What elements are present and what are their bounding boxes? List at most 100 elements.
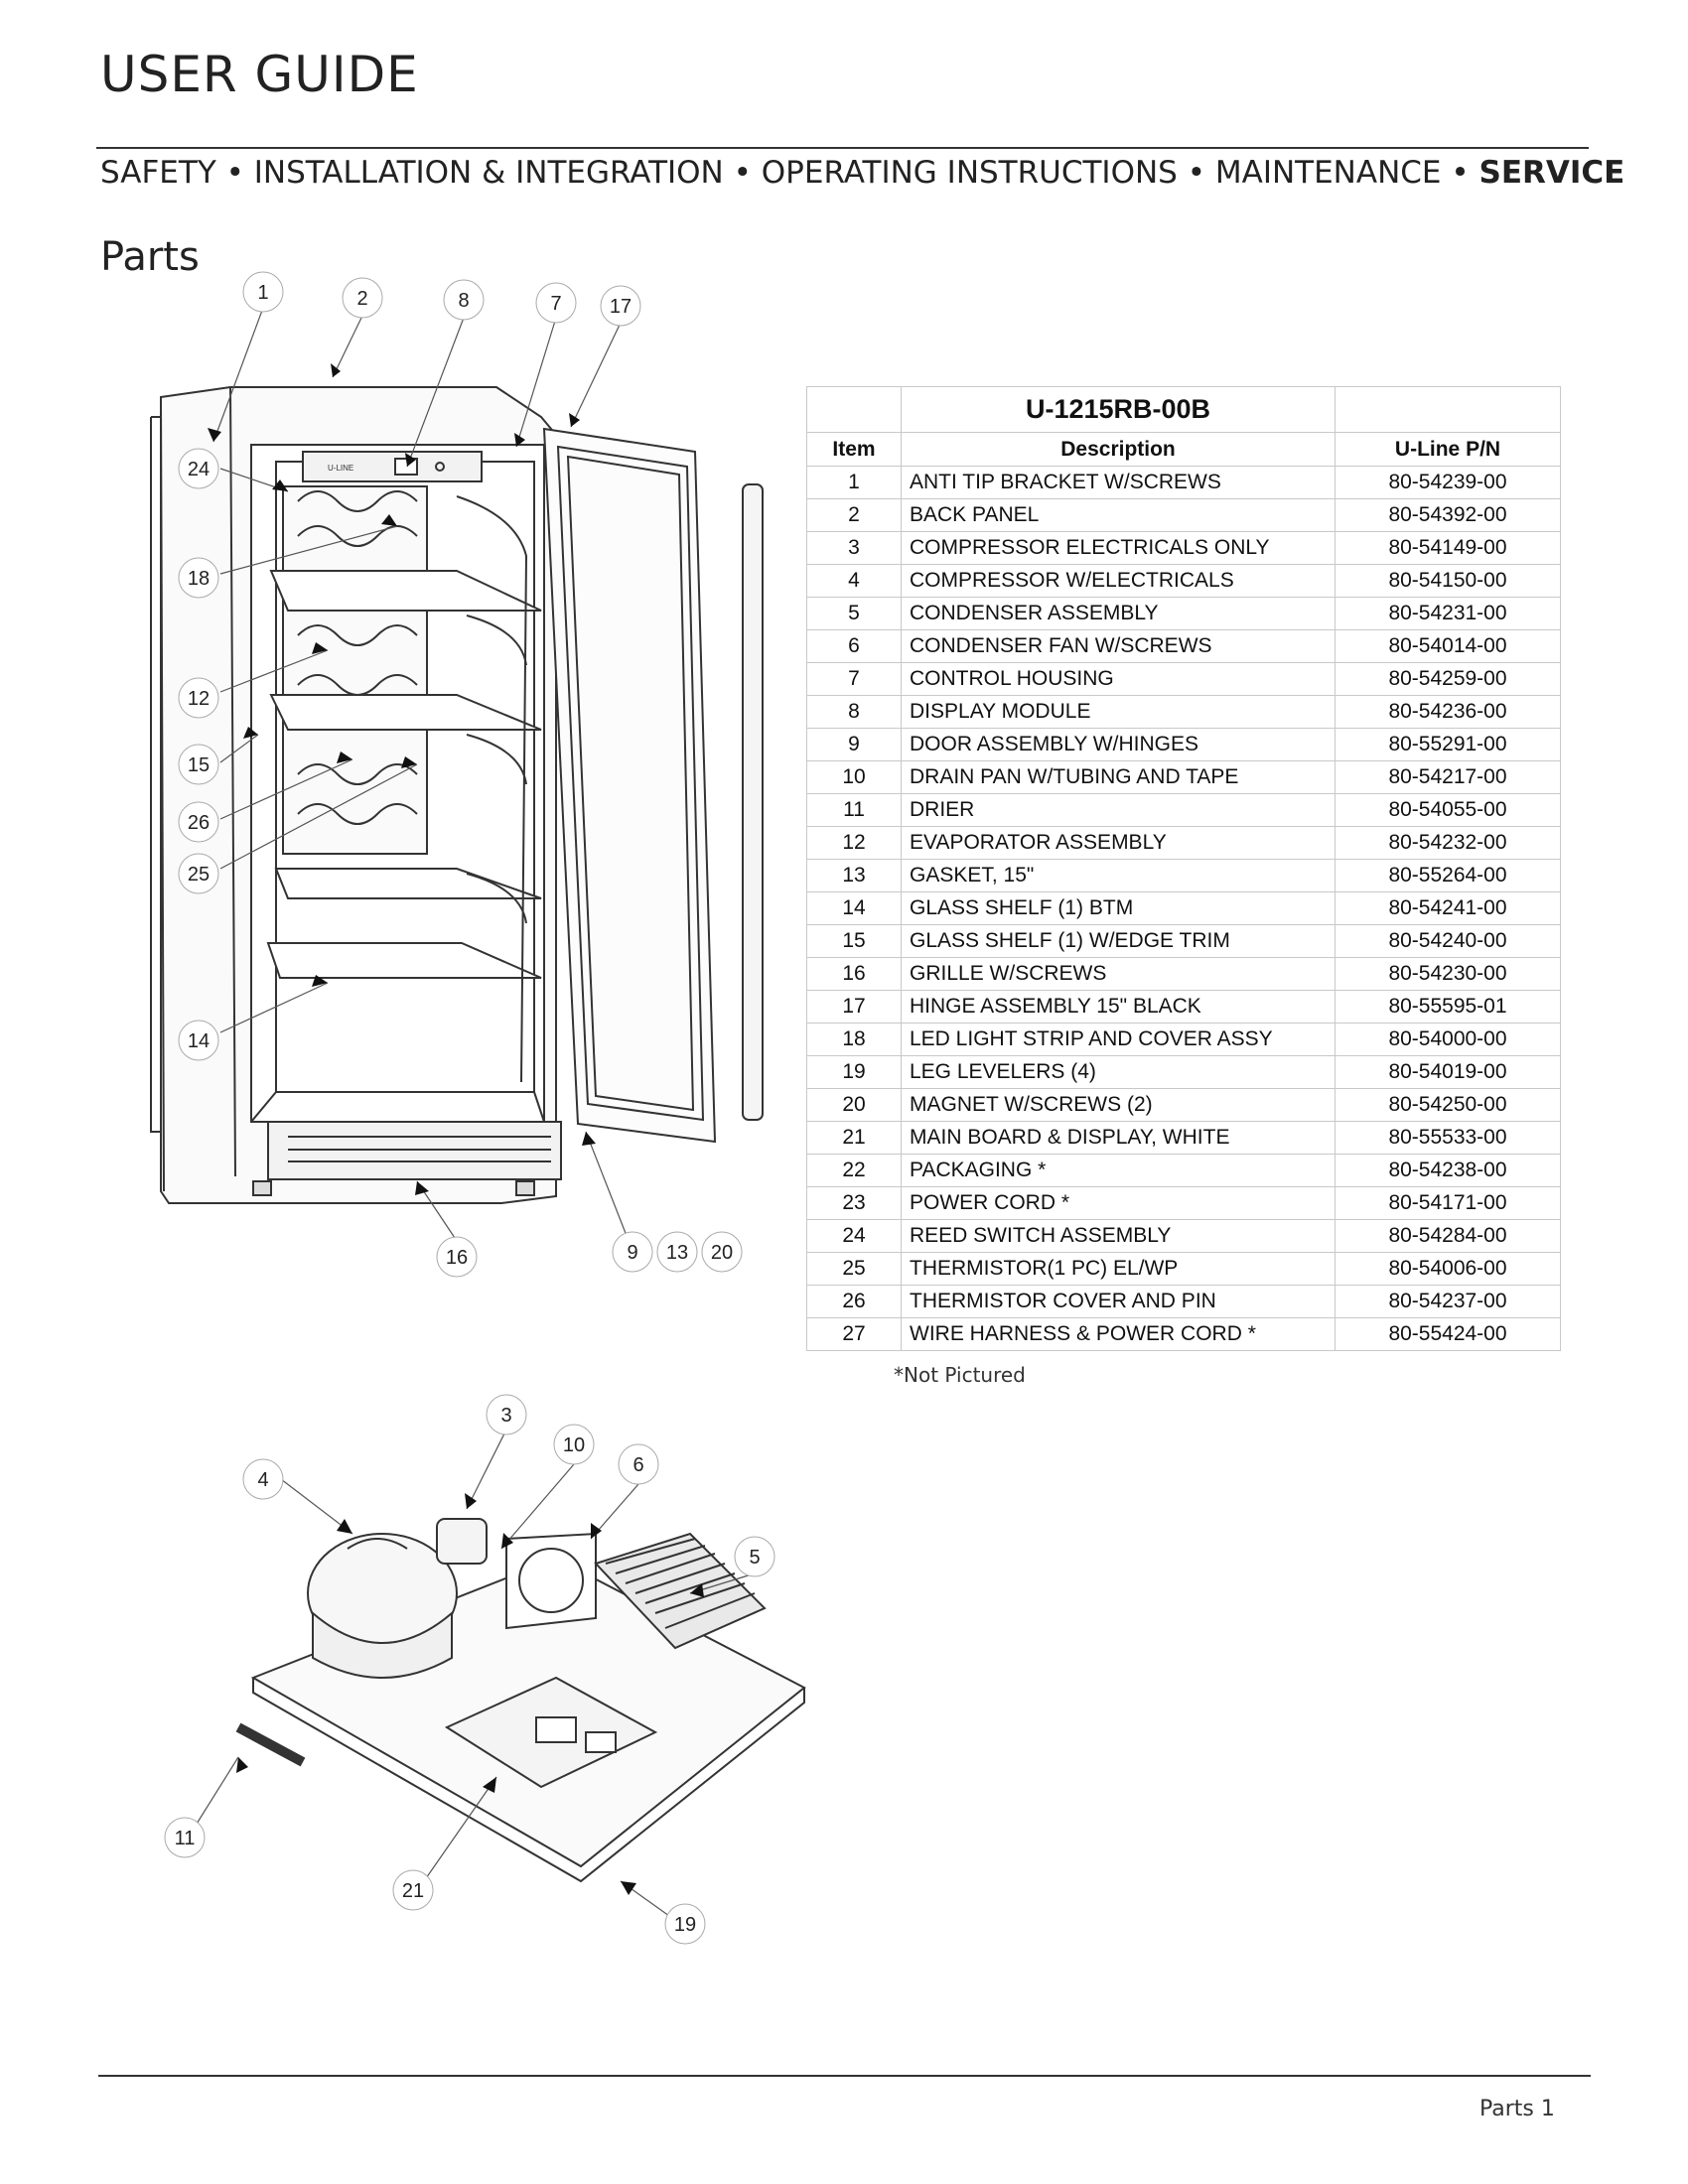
part-number: 80-55291-00 [1335,728,1561,761]
part-description: COMPRESSOR ELECTRICALS ONLY [901,531,1336,565]
svg-text:25: 25 [188,864,210,886]
page-footer-label: Parts 1 [1479,2097,1555,2121]
part-description: MAIN BOARD & DISPLAY, WHITE [901,1121,1336,1155]
svg-text:15: 15 [188,754,210,776]
svg-text:18: 18 [188,568,210,590]
svg-text:8: 8 [458,290,469,312]
callout-25: 25 [178,853,219,894]
nav-operating: OPERATING INSTRUCTIONS [761,155,1178,191]
part-number: 80-54171-00 [1335,1186,1561,1220]
cabinet-drawing [150,386,764,1204]
part-item-number: 15 [806,924,902,958]
svg-text:2: 2 [356,288,367,310]
callout-7: 7 [535,282,577,324]
callout-4: 4 [242,1458,284,1500]
part-item-number: 16 [806,957,902,991]
callout-16: 16 [436,1236,478,1278]
part-description: GLASS SHELF (1) BTM [901,891,1336,925]
model-number: U-1215RB-00B [901,386,1336,433]
part-item-number: 12 [806,826,902,860]
part-description: THERMISTOR COVER AND PIN [901,1285,1336,1318]
part-number: 80-54238-00 [1335,1154,1561,1187]
part-description: CONTROL HOUSING [901,662,1336,696]
part-description: REED SWITCH ASSEMBLY [901,1219,1336,1253]
callout-11: 11 [164,1817,206,1858]
part-number: 80-54241-00 [1335,891,1561,925]
callout-5: 5 [734,1536,775,1577]
column-header-pn: U-Line P/N [1335,432,1561,467]
svg-text:5: 5 [749,1547,760,1569]
part-number: 80-54250-00 [1335,1088,1561,1122]
callout-15: 15 [178,744,219,785]
part-item-number: 2 [806,498,902,532]
callout-3: 3 [486,1394,527,1435]
nav-safety: SAFETY [100,155,216,191]
part-number: 80-54232-00 [1335,826,1561,860]
part-number: 80-54236-00 [1335,695,1561,729]
not-pictured-footnote: *Not Pictured [894,1363,1026,1387]
callout-2: 2 [342,277,383,319]
brand-label: U-LINE [328,464,353,473]
svg-text:11: 11 [175,1828,196,1849]
part-item-number: 22 [806,1154,902,1187]
svg-text:4: 4 [257,1469,268,1491]
svg-text:26: 26 [188,812,210,834]
part-description: DRIER [901,793,1336,827]
part-description: CONDENSER ASSEMBLY [901,597,1336,630]
part-number: 80-54239-00 [1335,466,1561,499]
part-description: DRAIN PAN W/TUBING AND TAPE [901,760,1336,794]
page-heading: Parts [100,234,200,280]
model-spacer-left [806,386,902,433]
model-spacer-right [1335,386,1561,433]
nav-separator: • [225,155,244,191]
part-number: 80-54000-00 [1335,1023,1561,1056]
part-item-number: 3 [806,531,902,565]
part-description: LED LIGHT STRIP AND COVER ASSY [901,1023,1336,1056]
part-number: 80-55264-00 [1335,859,1561,892]
part-description: EVAPORATOR ASSEMBLY [901,826,1336,860]
part-description: DOOR ASSEMBLY W/HINGES [901,728,1336,761]
part-item-number: 14 [806,891,902,925]
part-number: 80-54006-00 [1335,1252,1561,1286]
part-number: 80-54392-00 [1335,498,1561,532]
svg-text:19: 19 [674,1914,696,1936]
callout-18: 18 [178,557,219,599]
svg-text:13: 13 [666,1242,688,1264]
callout-8: 8 [443,279,485,321]
part-number: 80-54150-00 [1335,564,1561,598]
part-item-number: 18 [806,1023,902,1056]
nav-separator: • [1187,155,1205,191]
callout-20: 20 [701,1231,743,1273]
part-description: BACK PANEL [901,498,1336,532]
nav-service-current: SERVICE [1478,155,1625,191]
callout-bubbles: 1 2 8 7 17 24 18 12 15 26 25 14 16 9 13 … [178,271,743,1278]
part-item-number: 24 [806,1219,902,1253]
part-item-number: 7 [806,662,902,696]
part-description: GLASS SHELF (1) W/EDGE TRIM [901,924,1336,958]
part-description: THERMISTOR(1 PC) EL/WP [901,1252,1336,1286]
footer-rule [98,2075,1591,2077]
table-header-row: Item Description U-Line P/N [806,432,1561,467]
part-item-number: 27 [806,1317,902,1351]
part-description: GRILLE W/SCREWS [901,957,1336,991]
base-diagram: 3 10 6 4 5 11 21 19 [164,1394,806,1945]
part-description: PACKAGING * [901,1154,1336,1187]
callout-12: 12 [178,677,219,719]
part-item-number: 19 [806,1055,902,1089]
part-description: HINGE ASSEMBLY 15" BLACK [901,990,1336,1024]
section-nav: SAFETY • INSTALLATION & INTEGRATION • OP… [100,155,1624,191]
